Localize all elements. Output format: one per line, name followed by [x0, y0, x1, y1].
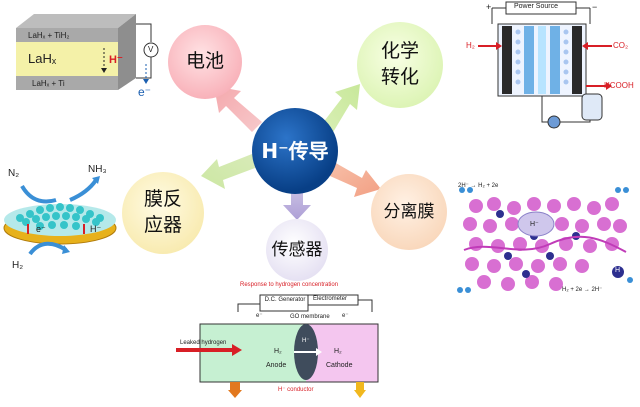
battery-electron: e⁻ [138, 85, 152, 99]
membrane-label-left: H⁻ [530, 221, 539, 228]
power-plus: + [486, 2, 492, 12]
input-h2: H₂ [466, 41, 475, 50]
chem-label-line1: 化学 [380, 40, 419, 63]
sensor-anode: Anode [266, 362, 287, 369]
arrow-to-chem [322, 84, 360, 134]
electrolysis-cell-panel: Power Source + − H₂ CO₂ HCOOH [462, 0, 634, 140]
battery-top-layer: LaHₓ + TiH₂ [28, 31, 70, 40]
membrane-label-right: H [615, 267, 621, 274]
node-battery: 电池 [168, 25, 242, 99]
reactor-n2: N₂ [8, 168, 20, 179]
battery-panel: LaHₓ + TiH₂ LaHₓ H⁻ LaHₓ + Ti V e⁻ [6, 6, 166, 104]
membrane-reactor-panel: N₂ NH₃ H₂ e⁻ H⁻ [0, 160, 124, 278]
sensor-electron-left: e⁻ [256, 313, 263, 319]
node-sensor: 传感器 [266, 219, 328, 281]
reactor-electron: e⁻ [36, 224, 46, 234]
arrow-to-reactor [201, 154, 255, 189]
arrow-to-membrane [330, 162, 381, 197]
node-chemical-conversion: 化学 转化 [357, 22, 443, 108]
arrow-to-sensor [283, 190, 311, 220]
node-membrane-reactor: 膜反 应器 [122, 172, 204, 254]
reactor-label-line1: 膜反 [143, 188, 182, 211]
battery-middle-layer: LaHₓ [28, 51, 57, 66]
center-node-hydride-conduction: H⁻传导 [252, 108, 338, 194]
output-hcooh: HCOOH [604, 81, 634, 90]
sensor-ion: H⁻ [302, 338, 310, 344]
sensor-cathode: Cathode [326, 362, 353, 369]
voltmeter-icon: V [148, 45, 154, 54]
separation-membrane-panel: 2H⁻ → H₂ + 2e H₂ + 2e → 2H⁻ H⁻ H [450, 180, 636, 298]
sensor-generator: D.C. Generator [264, 297, 306, 303]
reactor-label-line2: 应器 [143, 214, 182, 236]
node-separation-membrane: 分离膜 [371, 174, 447, 250]
sensor-h2-right: H₂ [334, 348, 342, 355]
sensor-conductor: H⁻ conductor [278, 387, 314, 393]
sensor-h2-left: H₂ [274, 348, 282, 355]
center-label: H⁻传导 [261, 138, 329, 163]
sensor-label: 传感器 [271, 239, 323, 260]
battery-ion: H⁻ [109, 54, 123, 66]
battery-label: 电池 [185, 50, 224, 73]
reactor-nh3: NH₃ [88, 164, 107, 175]
sensor-electron-right: e⁻ [342, 313, 349, 319]
input-co2: CO₂ [613, 41, 629, 50]
membrane-reactor-illustration [3, 176, 117, 256]
hydrogen-sensor-illustration [176, 294, 379, 398]
sensor-go-membrane: GO membrane [290, 314, 330, 320]
reactor-h2: H₂ [12, 260, 24, 271]
battery-cell-illustration [16, 14, 159, 90]
separation-membrane-illustration [457, 187, 633, 293]
power-minus: − [592, 2, 598, 12]
membrane-top-equation: 2H⁻ → H₂ + 2e [458, 183, 499, 189]
sensor-electrometer: Electrometer [313, 296, 348, 302]
sensor-title: Response to hydrogen concentration [240, 282, 339, 288]
hydrogen-sensor-panel: Response to hydrogen concentration D.C. … [176, 282, 386, 402]
electrolysis-cell-illustration [478, 1, 612, 129]
chem-label-line2: 转化 [380, 66, 419, 88]
power-source-label: Power Source [514, 3, 558, 10]
sensor-leaked-hydrogen: Leaked hydrogen [180, 340, 227, 346]
arrow-to-battery [214, 86, 262, 132]
membrane-bottom-equation: H₂ + 2e → 2H⁻ [562, 287, 603, 293]
membrane-label: 分离膜 [383, 201, 435, 222]
reactor-hydride: H⁻ [90, 224, 102, 234]
battery-bottom-layer: LaHₓ + Ti [32, 79, 65, 88]
